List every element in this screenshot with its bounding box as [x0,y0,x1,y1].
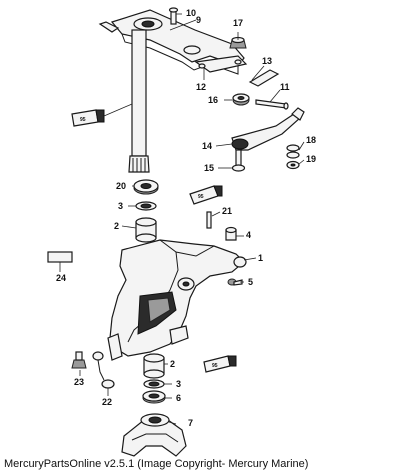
part-9-steering-yoke[interactable] [98,9,245,75]
part-14-tiller-arm[interactable] [231,107,305,151]
callout-1: 1 [258,253,263,263]
tube-label-1: 95 [80,117,86,123]
callout-22: 22 [102,397,112,407]
callout-16: 16 [208,95,218,105]
grease-tube-3: 95 [203,355,237,373]
part-3-washer-lower[interactable] [143,379,165,389]
part-2-bushing-upper[interactable] [135,217,157,243]
callout-24: 24 [56,273,66,283]
part-19-nut[interactable] [286,160,300,170]
callout-2-upper: 2 [114,221,119,231]
part-24-decal[interactable] [47,251,73,263]
callout-23: 23 [74,377,84,387]
callout-labels: 10 9 17 13 12 11 16 14 15 18 19 20 3 2 2… [56,8,316,428]
part-11-bolt[interactable] [255,99,289,110]
part-4-plug[interactable] [225,226,237,241]
callout-18: 18 [306,135,316,145]
copyright-caption: MercuryPartsOnline v2.5.1 (Image Copyrig… [4,458,309,470]
part-22-ground-strap[interactable] [92,351,115,389]
tube-label-2: 95 [198,194,204,200]
callout-9: 9 [196,15,201,25]
part-3-washer-upper[interactable] [135,201,157,211]
grease-tube-2: 95 [189,185,223,205]
part-2-bushing-lower[interactable] [143,353,165,379]
callout-13: 13 [262,56,272,66]
callout-6: 6 [176,393,181,403]
callout-20: 20 [116,181,126,191]
part-21-pin[interactable] [206,211,212,229]
grease-tube-1: 95 [71,109,105,127]
part-20-seal[interactable] [133,179,159,195]
part-1-swivel-bracket[interactable] [107,239,247,361]
callout-4: 4 [246,230,251,240]
part-15-screw[interactable] [231,149,246,172]
callout-21: 21 [222,206,232,216]
part-10-bolt[interactable] [168,7,179,25]
part-12-bracket[interactable] [194,55,248,73]
part-6-seal[interactable] [142,390,166,404]
callout-19: 19 [306,154,316,164]
callout-12: 12 [196,82,206,92]
callout-10: 10 [186,8,196,18]
steering-shaft[interactable] [128,29,150,173]
callout-3-lower: 3 [176,379,181,389]
callout-14: 14 [202,141,212,151]
part-16-spacer[interactable] [232,93,250,106]
tube-label-3: 95 [212,363,218,369]
callout-15: 15 [204,163,214,173]
part-5-screw[interactable] [227,278,243,286]
part-13-washer-plate[interactable] [248,69,280,87]
part-7-lower-yoke[interactable] [121,413,187,457]
callout-11: 11 [280,82,290,92]
part-23-grease-fitting[interactable] [71,351,87,369]
part-18-washers[interactable] [286,144,300,159]
callout-3-upper: 3 [118,201,123,211]
leader-lines [59,13,305,425]
callout-5: 5 [248,277,253,287]
callout-17: 17 [233,18,243,28]
callout-2-lower: 2 [170,359,175,369]
callout-7: 7 [188,418,193,428]
